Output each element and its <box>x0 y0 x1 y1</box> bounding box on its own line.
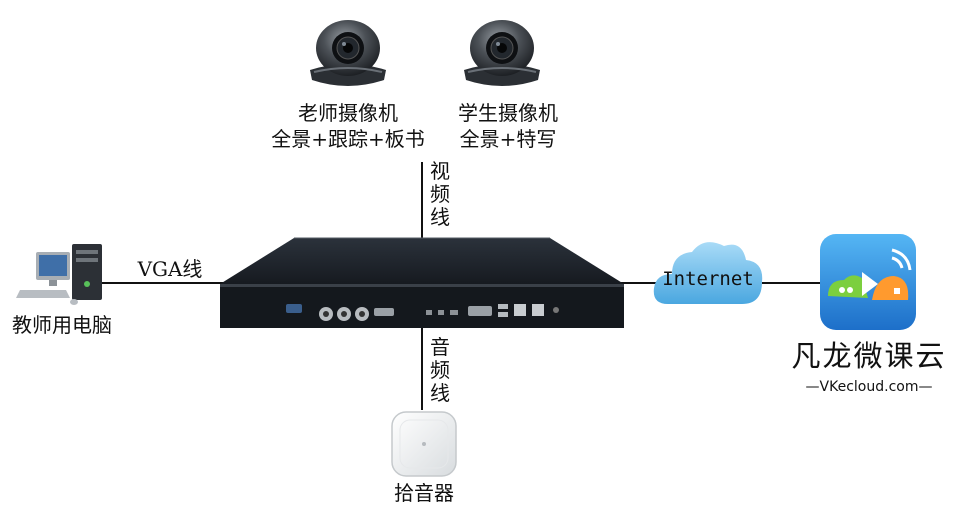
teacher-camera-icon <box>310 20 386 86</box>
internet-cable-right <box>762 282 820 284</box>
audio-cable-label: 音 频 线 <box>430 335 450 405</box>
microphone-label: 拾音器 <box>394 481 454 505</box>
student-camera-title: 学生摄像机 <box>458 101 558 125</box>
microphone-icon <box>391 411 457 477</box>
brand-name: 凡龙微课云 <box>791 339 947 373</box>
internet-cable-left <box>612 282 658 284</box>
teacher-camera-subtitle: 全景+跟踪+板书 <box>271 127 425 151</box>
teacher-camera-title: 老师摄像机 <box>298 101 398 125</box>
vga-cable-label: VGA线 <box>137 257 203 281</box>
video-cable-label: 视 频 线 <box>430 159 450 229</box>
video-cable-line <box>421 162 423 238</box>
student-camera-icon <box>464 20 540 86</box>
audio-cable-line <box>421 328 423 410</box>
teacher-computer-icon <box>16 244 102 305</box>
teacher-computer-label: 教师用电脑 <box>12 313 112 337</box>
internet-cloud-icon <box>653 242 763 304</box>
student-camera-subtitle: 全景+特写 <box>459 127 557 151</box>
vkecloud-app-icon <box>820 234 916 330</box>
vga-cable-line <box>100 282 240 284</box>
internet-label: Internet <box>662 268 754 290</box>
recording-device <box>220 237 624 328</box>
brand-url: —VKecloud.com— <box>805 379 933 395</box>
